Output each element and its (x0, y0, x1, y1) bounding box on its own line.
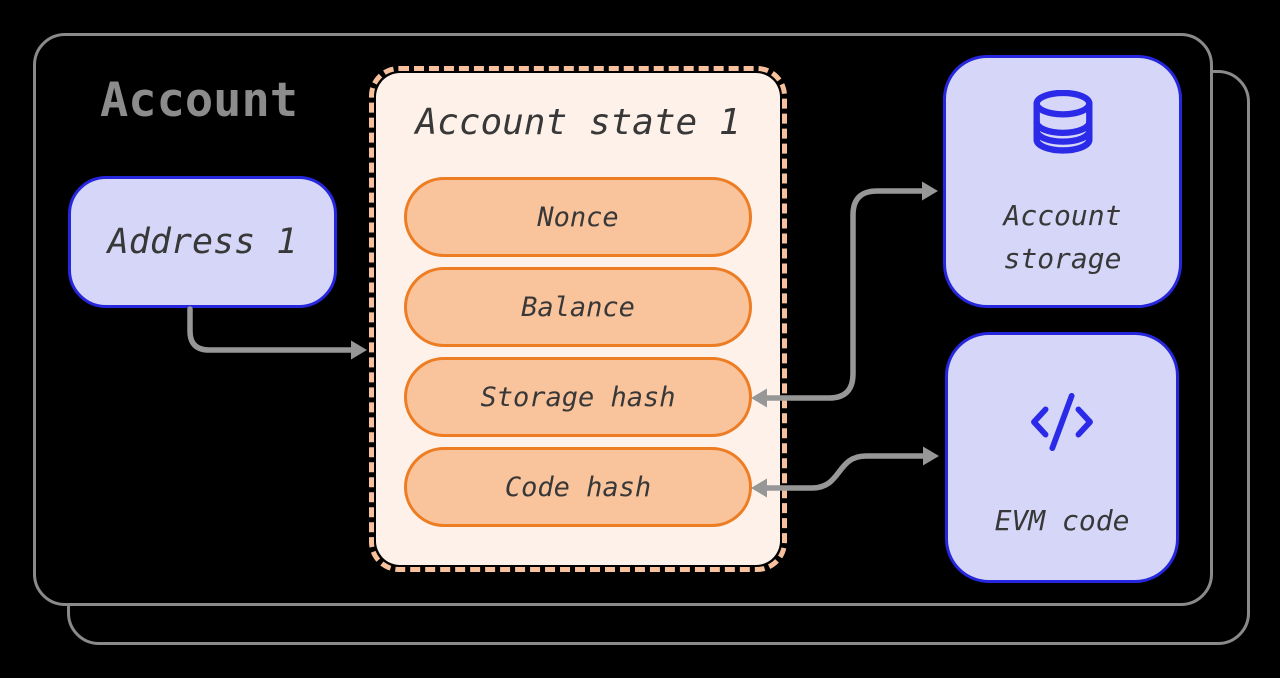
storage-hash-field: Storage hash (404, 357, 752, 437)
nonce-label: Nonce (537, 201, 619, 233)
balance-label: Balance (521, 291, 635, 323)
code-hash-field: Code hash (404, 447, 752, 527)
database-icon (1033, 90, 1092, 154)
account-storage-box: Account storage (943, 55, 1182, 308)
account-state-fields: Nonce Balance Storage hash Code hash (374, 177, 782, 527)
code-hash-label: Code hash (504, 471, 652, 503)
address-label: Address 1 (107, 222, 298, 262)
account-storage-label: Account storage (1003, 199, 1122, 275)
storage-hash-label: Storage hash (480, 381, 676, 413)
address-box: Address 1 (68, 176, 337, 308)
nonce-field: Nonce (404, 177, 752, 257)
evm-code-box: EVM code (945, 332, 1179, 583)
code-slash-icon (1031, 393, 1093, 451)
account-card-title: Account (100, 73, 299, 128)
account-state-title: Account state 1 (415, 102, 741, 143)
evm-code-label: EVM code (994, 504, 1130, 537)
account-state-box: Account state 1 Nonce Balance Storage ha… (369, 66, 787, 572)
balance-field: Balance (404, 267, 752, 347)
